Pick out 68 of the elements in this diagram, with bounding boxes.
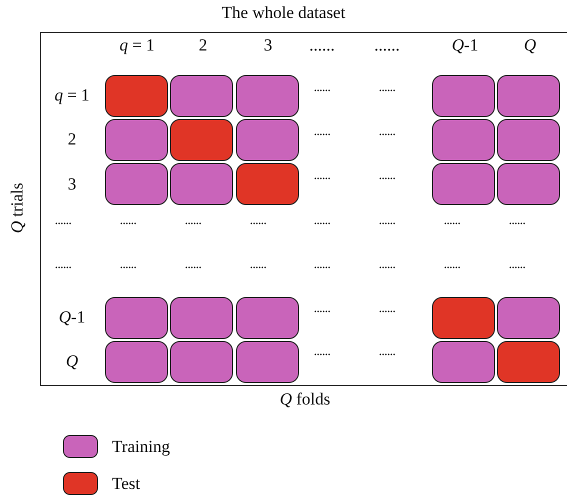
training-fold-block bbox=[497, 297, 560, 339]
training-fold-block bbox=[170, 163, 233, 205]
diagram-title: The whole dataset bbox=[220, 3, 346, 23]
ellipsis: ...... bbox=[314, 212, 330, 228]
ellipsis: ...... bbox=[508, 212, 526, 228]
test-fold-block bbox=[105, 75, 168, 117]
ellipsis: ...... bbox=[378, 300, 396, 316]
training-fold-block bbox=[432, 75, 495, 117]
row-header: q = 1 bbox=[54, 86, 90, 106]
training-fold-block bbox=[170, 297, 233, 339]
ellipsis: ...... bbox=[120, 256, 136, 272]
ellipsis: ...... bbox=[378, 344, 396, 358]
ellipsis: ...... bbox=[314, 80, 330, 94]
column-header: ...... bbox=[374, 36, 400, 56]
training-fold-block bbox=[497, 119, 560, 161]
ellipsis: ...... bbox=[250, 212, 266, 228]
ellipsis: ...... bbox=[54, 212, 72, 228]
ellipsis: ...... bbox=[314, 344, 330, 358]
row-header: 3 bbox=[68, 176, 76, 194]
column-header: Q bbox=[524, 36, 536, 56]
legend-label: Training bbox=[112, 436, 170, 456]
training-fold-block bbox=[105, 163, 168, 205]
test-fold-block bbox=[236, 163, 299, 205]
ellipsis: ...... bbox=[378, 168, 396, 182]
training-fold-block bbox=[432, 163, 495, 205]
column-header: Q-1 bbox=[452, 36, 478, 56]
ellipsis: ...... bbox=[378, 80, 396, 94]
ellipsis: ...... bbox=[120, 212, 136, 228]
ellipsis: ...... bbox=[250, 256, 266, 272]
ellipsis: ...... bbox=[314, 168, 330, 182]
training-fold-block bbox=[236, 119, 299, 161]
training-fold-block bbox=[105, 119, 168, 161]
ellipsis: ...... bbox=[314, 300, 330, 316]
training-fold-block bbox=[105, 297, 168, 339]
ellipsis: ...... bbox=[444, 256, 460, 272]
ellipsis: ...... bbox=[314, 256, 330, 272]
row-header: Q bbox=[66, 352, 78, 372]
training-fold-block bbox=[497, 75, 560, 117]
ellipsis: ...... bbox=[508, 256, 526, 272]
ellipsis: ...... bbox=[378, 212, 396, 228]
training-fold-block bbox=[497, 163, 560, 205]
training-fold-block bbox=[170, 75, 233, 117]
training-fold-block bbox=[170, 341, 233, 383]
training-fold-block bbox=[236, 75, 299, 117]
legend-label: Test bbox=[112, 474, 140, 494]
test-fold-block bbox=[497, 341, 560, 383]
training-fold-block bbox=[236, 341, 299, 383]
column-header: 2 bbox=[198, 36, 208, 56]
column-header: 3 bbox=[264, 36, 272, 56]
axis-title: Q folds bbox=[280, 390, 330, 410]
ellipsis: ...... bbox=[184, 212, 202, 228]
ellipsis: ...... bbox=[444, 212, 460, 228]
row-header: Q-1 bbox=[58, 308, 86, 328]
ellipsis: ...... bbox=[378, 256, 396, 272]
training-fold-block bbox=[105, 341, 168, 383]
row-header: 2 bbox=[68, 130, 76, 150]
column-header: ...... bbox=[309, 36, 335, 56]
column-header: q = 1 bbox=[119, 36, 155, 56]
training-fold-block bbox=[432, 119, 495, 161]
test-fold-block bbox=[432, 297, 495, 339]
test-fold-block bbox=[170, 119, 233, 161]
axis-title: Q trials bbox=[8, 182, 28, 234]
training-fold-block bbox=[236, 297, 299, 339]
training-fold-block bbox=[432, 341, 495, 383]
ellipsis: ...... bbox=[378, 124, 396, 138]
ellipsis: ...... bbox=[184, 256, 202, 272]
ellipsis: ...... bbox=[54, 256, 72, 272]
ellipsis: ...... bbox=[314, 124, 330, 138]
